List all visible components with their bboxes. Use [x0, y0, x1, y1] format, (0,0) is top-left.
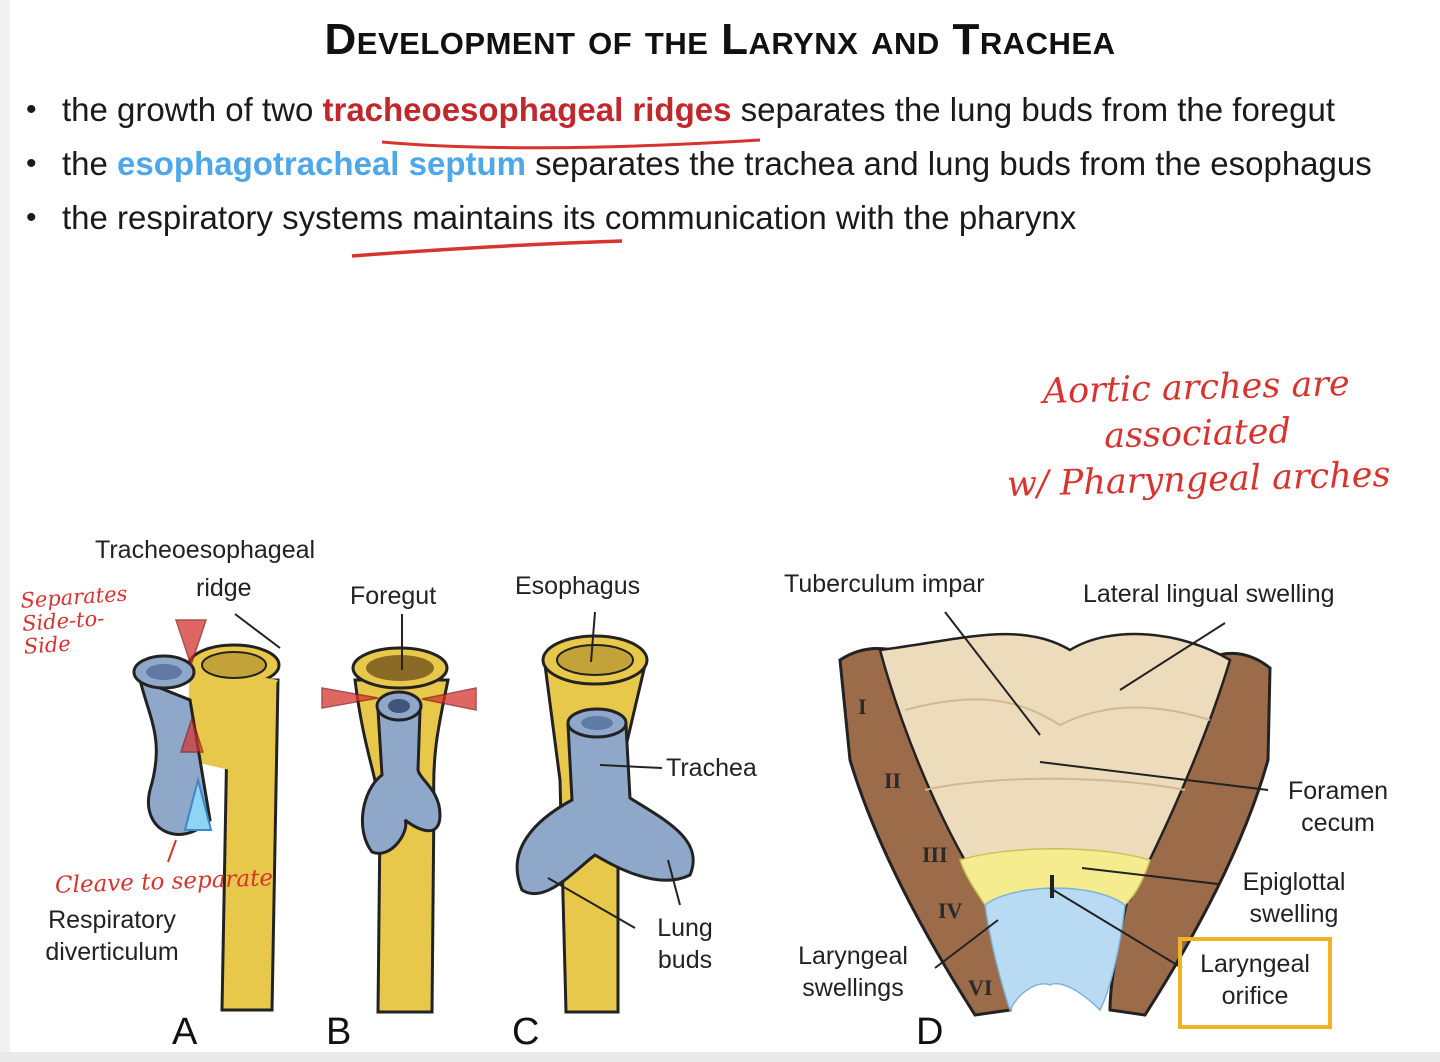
bullet-text: separates the trachea and lung buds from…	[526, 145, 1372, 182]
label-trachea: Trachea	[666, 754, 757, 782]
label-line: swelling	[1249, 900, 1339, 928]
arch-label-iii: III	[922, 842, 948, 867]
slide-left-margin	[0, 0, 10, 1062]
note-line: Aortic arches are associated	[1042, 364, 1351, 457]
panel-label-c: C	[512, 1011, 540, 1053]
panel-b-drawing	[321, 614, 477, 1014]
label-foregut: Foregut	[350, 582, 437, 610]
bullet-item: the esophagotracheal septum separates th…	[22, 140, 1422, 188]
arch-label-vi: VI	[968, 975, 993, 1000]
bullet-list: the growth of two tracheoesophageal ridg…	[22, 86, 1422, 248]
label-line: Laryngeal	[798, 942, 908, 970]
arch-label-i: I	[858, 694, 867, 719]
label-line: orifice	[1221, 982, 1289, 1010]
panel-c-drawing	[515, 611, 695, 1014]
label-lateral-lingual-swelling: Lateral lingual swelling	[1083, 580, 1335, 608]
bullet-item: the respiratory systems maintains its co…	[22, 194, 1422, 242]
term-esophagotracheal-septum: esophagotracheal septum	[117, 145, 526, 182]
label-ridge: ridge	[196, 574, 252, 602]
arch-label-ii: II	[884, 768, 902, 793]
label-tuberculum-impar: Tuberculum impar	[784, 570, 985, 598]
laryngeal-orifice-highlight	[1178, 937, 1332, 1029]
panel-label-d: D	[916, 1011, 944, 1053]
label-tracheoesophageal: Tracheoesophageal	[95, 536, 316, 564]
label-line: Foramen	[1287, 777, 1389, 805]
panel-label-b: B	[326, 1011, 352, 1053]
label-esophagus: Esophagus	[515, 572, 641, 600]
label-line: Laryngeal	[1200, 950, 1310, 978]
label-line: swellings	[802, 974, 904, 1002]
panel-a-drawing	[132, 613, 281, 1012]
label-line: Respiratory	[48, 906, 176, 934]
bullet-text: the	[62, 145, 118, 182]
label-laryngeal-swellings: Laryngeal swellings	[780, 940, 926, 1004]
slide-bottom-margin	[0, 1052, 1440, 1062]
underline-ridges	[381, 138, 761, 150]
label-line: cecum	[1301, 809, 1375, 837]
label-lung-buds: Lung buds	[642, 912, 728, 976]
label-foramen-cecum: Foramen cecum	[1268, 775, 1408, 839]
arch-label-iv: IV	[938, 898, 963, 923]
handwritten-note-separates: Separates Side-to- Side	[20, 580, 164, 659]
bullet-text: the respiratory systems maintains its co…	[62, 199, 1077, 236]
handwritten-note-aortic: Aortic arches are associated w/ Pharynge…	[953, 359, 1440, 510]
slide-title: Development of the Larynx and Trachea	[324, 15, 1116, 64]
label-line: Epiglottal	[1242, 868, 1346, 896]
label-line: diverticulum	[45, 938, 179, 966]
term-tracheoesophageal-ridges: tracheoesophageal ridges	[322, 91, 732, 128]
label-line: buds	[657, 946, 713, 974]
bullet-item: the growth of two tracheoesophageal ridg…	[22, 86, 1422, 134]
underline-septum	[351, 239, 623, 258]
bullet-text: separates the lung buds from the foregut	[731, 91, 1336, 128]
label-epiglottal-swelling: Epiglottal swelling	[1222, 866, 1366, 930]
label-respiratory-diverticulum: Respiratory diverticulum	[28, 904, 196, 968]
label-laryngeal-orifice: Laryngeal orifice	[1182, 948, 1328, 1012]
label-line: Lung	[657, 914, 713, 942]
panel-label-a: A	[172, 1011, 198, 1053]
panel-d-drawing	[838, 611, 1272, 1017]
bullet-text: the growth of two	[62, 91, 323, 128]
